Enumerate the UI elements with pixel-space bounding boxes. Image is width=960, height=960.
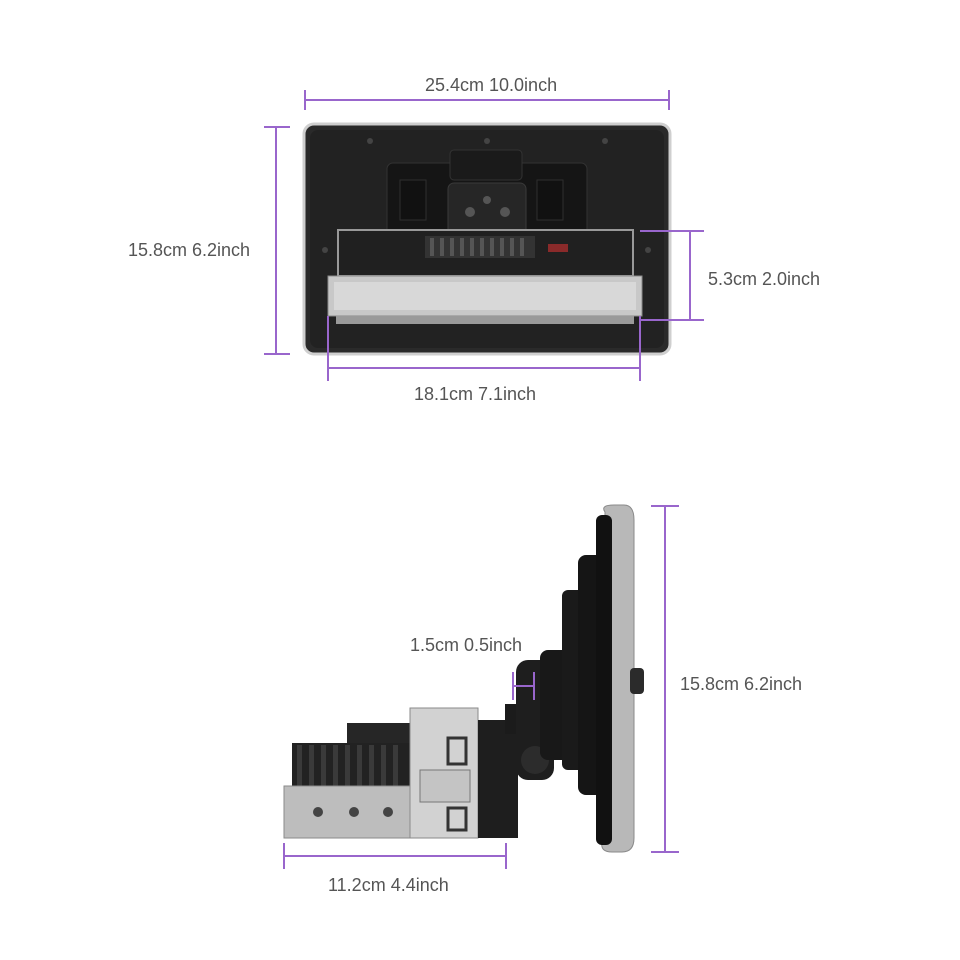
front-height-label: 15.8cm 6.2inch [128,240,251,260]
side-height-label: 15.8cm 6.2inch [680,674,803,694]
side-view-drawing [283,504,644,853]
heatsink [292,723,417,788]
chassis-width-dimension [327,316,641,381]
chassis-height-dimension [640,230,704,321]
radio-chassis [327,229,643,324]
side-depth-label: 11.2cm 4.4inch [328,875,449,895]
front-width-label: 25.4cm 10.0inch [425,75,558,95]
screen-side [562,504,644,853]
side-height-dimension [651,505,679,853]
front-height-dimension [264,126,290,355]
chassis-width-label: 18.1cm 7.1inch [414,384,537,404]
offset-dimension [512,672,535,700]
side-chassis-plate [283,707,518,839]
mount-bracket [386,149,588,244]
chassis-height-label: 5.3cm 2.0inch [708,269,821,289]
side-depth-dimension [283,843,507,869]
front-width-dimension [304,90,670,110]
offset-label: 1.5cm 0.5inch [410,635,523,655]
